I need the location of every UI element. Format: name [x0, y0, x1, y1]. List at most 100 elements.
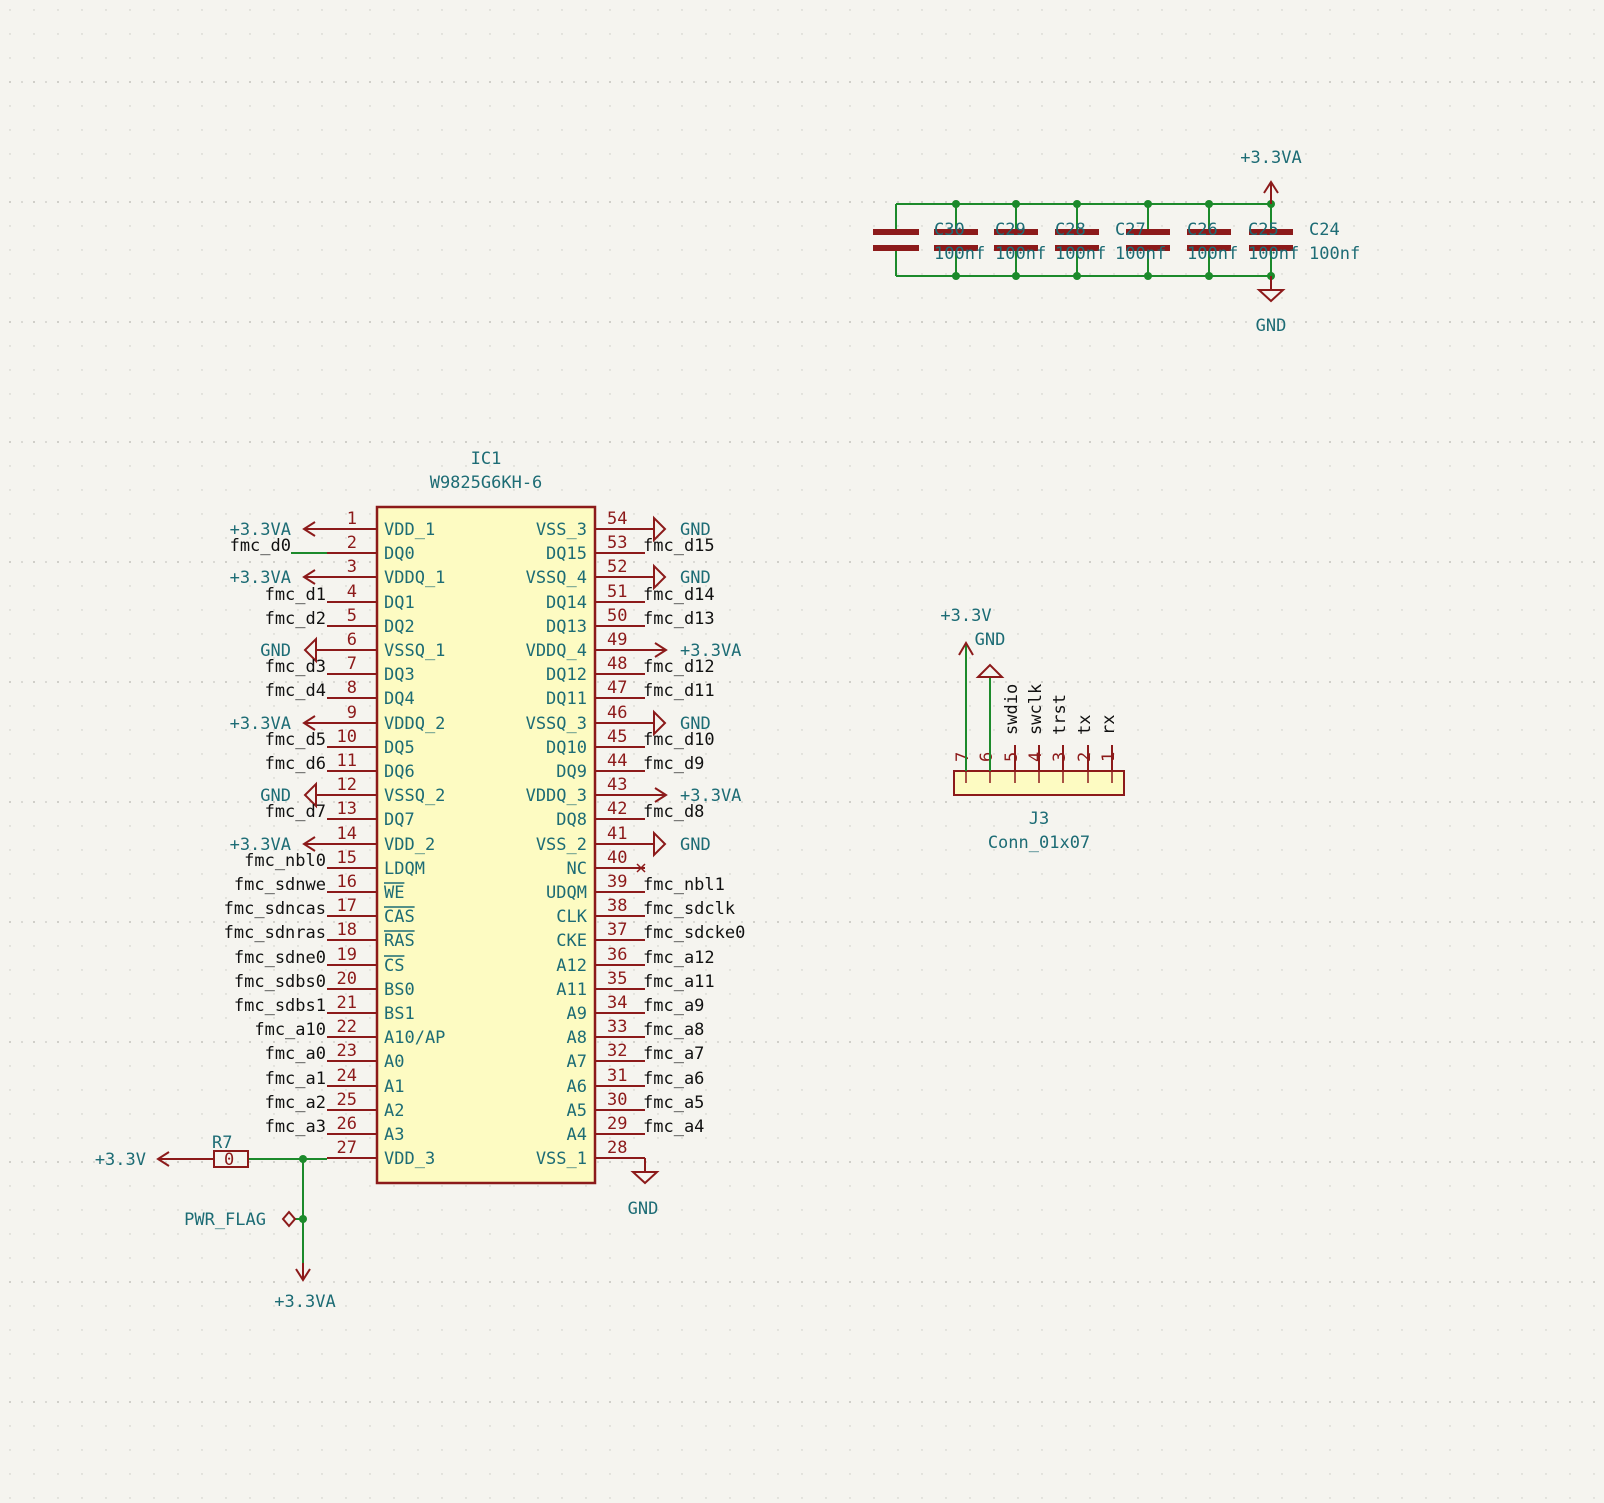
- net-label: swclk: [1026, 684, 1046, 735]
- no-connect-icon: [636, 863, 646, 873]
- capacitor-c27[interactable]: [1126, 200, 1170, 280]
- cap-value: 100nf: [995, 244, 1046, 264]
- ic1-sdram[interactable]: IC1 W9825G6KH-6 1VDD_1+3.3VA2DQ0fmc_d03V…: [224, 449, 746, 1219]
- pin-number: 14: [337, 824, 357, 844]
- capacitor-c29[interactable]: [994, 200, 1038, 280]
- pin-name: VSSQ_4: [526, 568, 587, 588]
- j3-pin-2[interactable]: 2tx: [1075, 715, 1095, 783]
- pwr-net-label: +3.3VA: [230, 568, 291, 588]
- net-label: fmc_sdncas: [224, 899, 326, 919]
- pin-name: DQ3: [384, 665, 415, 685]
- pin-name: A9: [567, 1004, 587, 1024]
- capacitor-symbol[interactable]: [1249, 229, 1293, 251]
- pin-name: VSS_3: [536, 520, 587, 540]
- pin-number: 41: [607, 824, 627, 844]
- capacitor-c28[interactable]: [1055, 200, 1099, 280]
- pin-name: DQ10: [546, 738, 587, 758]
- pwr-arrow-icon: [302, 715, 327, 731]
- j3-pin-1[interactable]: 1rx: [1099, 715, 1119, 783]
- capacitor-symbol[interactable]: [1055, 229, 1099, 251]
- pin-number: 12: [337, 775, 357, 795]
- net-label: fmc_d3: [265, 657, 326, 677]
- ic1-body[interactable]: [375, 505, 597, 1185]
- gnd-net-label: GND: [260, 786, 291, 806]
- capacitor-symbol[interactable]: [1126, 229, 1170, 251]
- pin-number: 2: [1075, 752, 1095, 762]
- pin-name: VDD_2: [384, 835, 435, 855]
- capacitor-c25[interactable]: [1249, 200, 1293, 280]
- pwr-net-label: +3.3VA: [230, 520, 291, 540]
- j3-pin-4[interactable]: 4 swclk: [1026, 684, 1046, 783]
- pwr-arrow-icon: [645, 642, 668, 658]
- capacitor-symbol[interactable]: [873, 229, 919, 251]
- capacitor-c26[interactable]: [1187, 200, 1231, 280]
- r7-body[interactable]: [213, 1150, 249, 1168]
- capacitor-symbol[interactable]: [994, 229, 1038, 251]
- capacitor-symbol[interactable]: [1187, 229, 1231, 251]
- pin-name: A8: [567, 1028, 587, 1048]
- j3-pwr-label: +3.3V: [940, 606, 991, 626]
- gnd-net-label: GND: [260, 641, 291, 661]
- capacitor-symbol[interactable]: [934, 229, 978, 251]
- pin-number: 4: [1026, 752, 1046, 762]
- capacitor-c30[interactable]: [934, 200, 978, 280]
